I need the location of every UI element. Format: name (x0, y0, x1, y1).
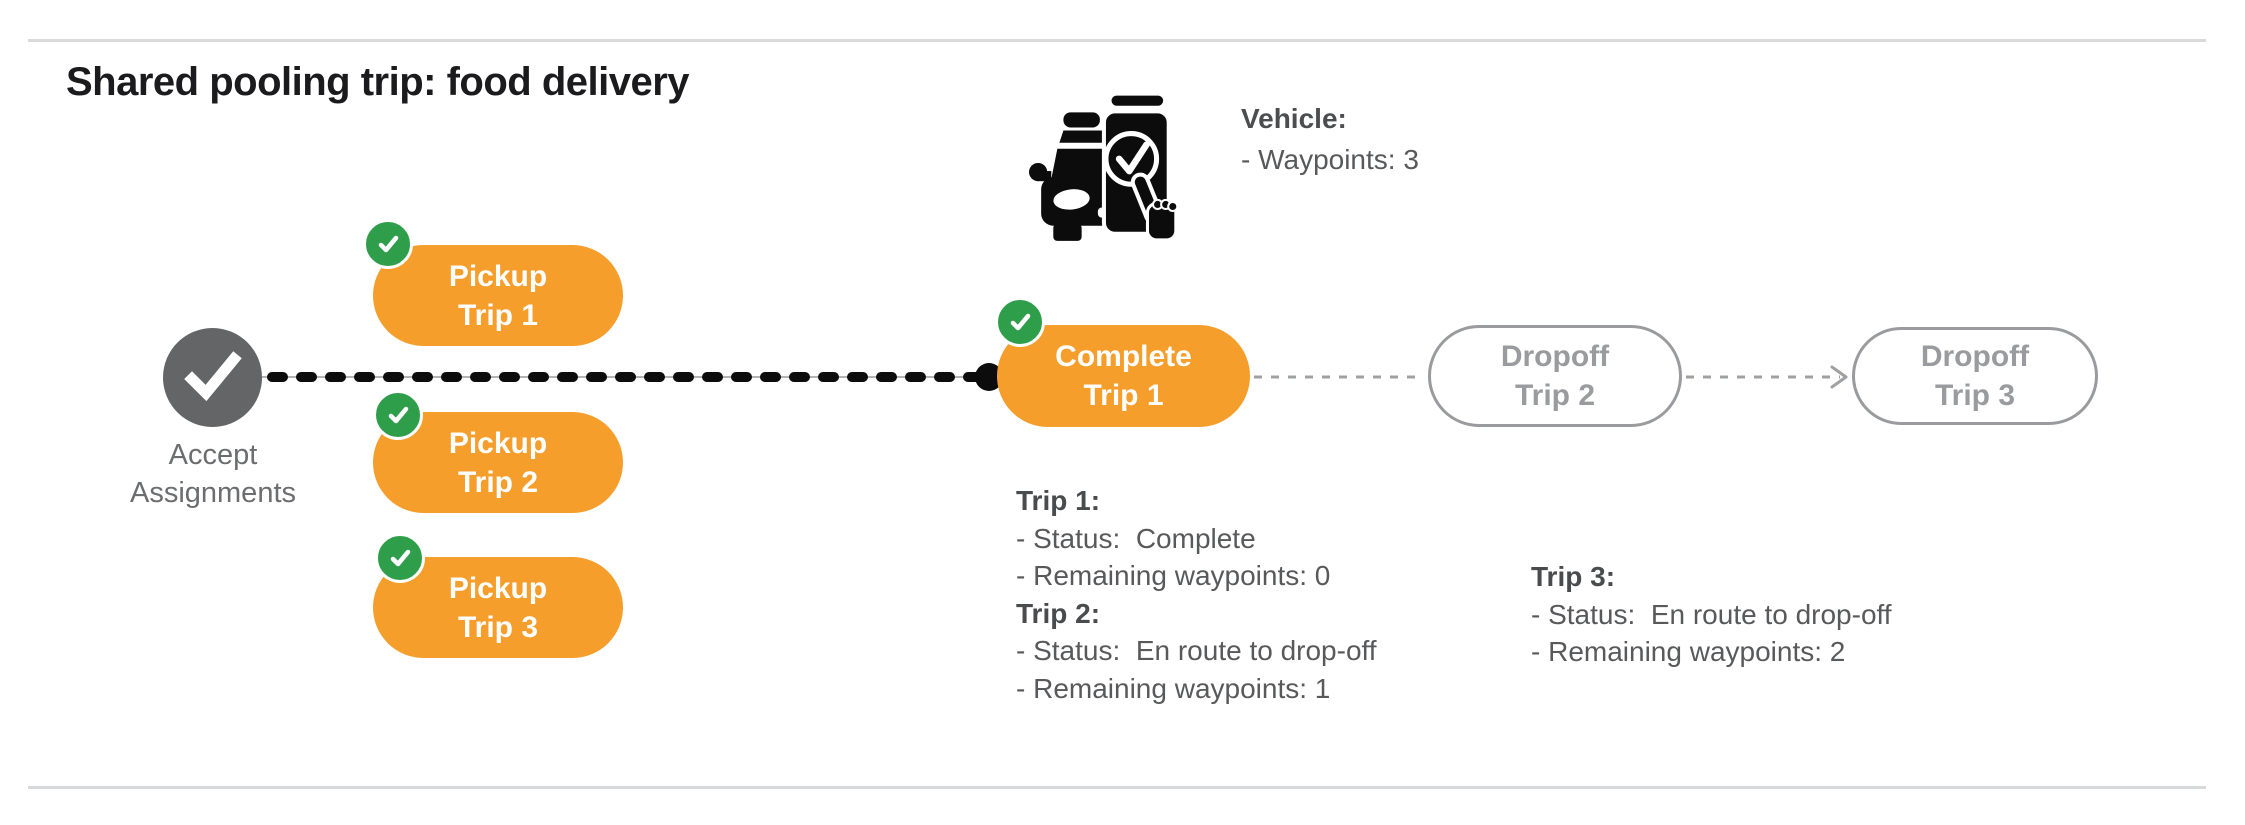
vehicle-waypoints: - Waypoints: 3 (1241, 144, 1419, 175)
trip-1-waypoints: - Remaining waypoints: 0 (1016, 560, 1331, 591)
trip-status-block-1-2: Trip 1: - Status: Complete - Remaining w… (1016, 482, 1377, 707)
node-dropoff-trip-3: Dropoff Trip 3 (1852, 327, 2098, 425)
vehicle-info: Vehicle: - Waypoints: 3 (1241, 98, 1419, 180)
trip-2-status: - Status: En route to drop-off (1016, 635, 1377, 666)
accept-assignments-label: Accept Assignments (129, 439, 296, 509)
node-complete-trip-1: Complete Trip 1 (997, 325, 1250, 427)
check-icon (183, 350, 242, 401)
check-badge-icon-pickup-3 (375, 533, 425, 583)
node-accept-assignments (163, 328, 262, 427)
arrowhead-icon (1830, 365, 1848, 389)
node-pickup-trip-1: Pickup Trip 1 (373, 245, 623, 346)
check-badge-icon-pickup-2 (373, 390, 423, 440)
node-dropoff-trip-2: Dropoff Trip 2 (1428, 325, 1682, 427)
trip-2-waypoints: - Remaining waypoints: 1 (1016, 672, 1331, 704)
check-badge-icon-pickup-1 (363, 219, 413, 269)
trip-3-waypoints: - Remaining waypoints: 2 (1531, 636, 1846, 667)
trip-2-heading: Trip 2: (1016, 597, 1101, 629)
trip-1-heading: Trip 1: (1016, 485, 1101, 516)
bottom-divider (28, 786, 2206, 789)
page-title: Shared pooling trip: food delivery (66, 60, 690, 104)
check-badge-icon-complete (995, 297, 1045, 347)
vehicle-heading: Vehicle: (1241, 103, 1347, 134)
trip-1-status: - Status: Complete (1016, 522, 1256, 554)
vehicle-phone-check-icon (1029, 92, 1179, 242)
trip-3-status: - Status: En route to drop-off (1531, 598, 1892, 630)
top-divider (28, 39, 2206, 42)
trip-status-block-3: Trip 3: - Status: En route to drop-off -… (1531, 558, 1892, 671)
trip-3-heading: Trip 3: (1531, 561, 1616, 592)
